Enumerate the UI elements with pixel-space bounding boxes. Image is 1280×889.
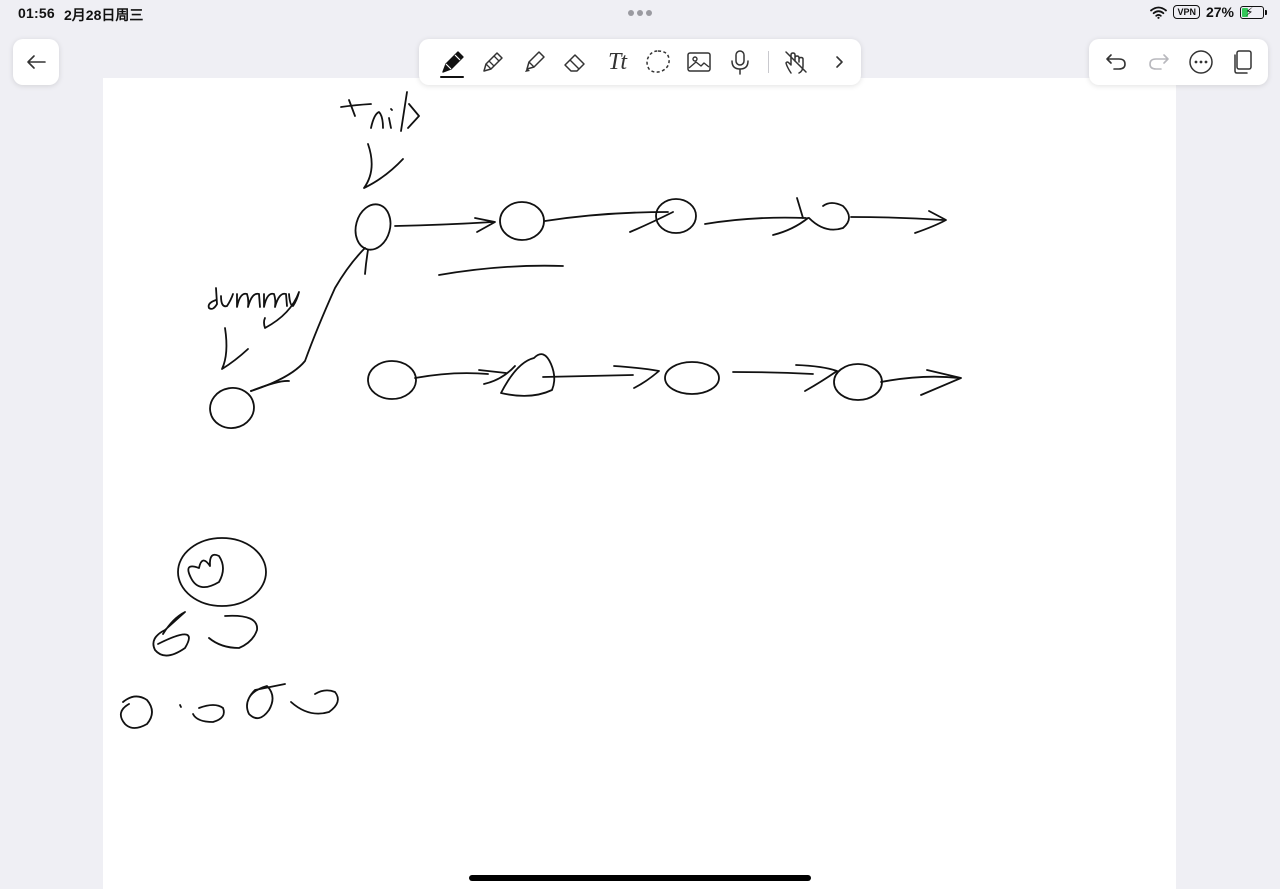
drawing-toolbar: Tt <box>419 39 861 85</box>
document-toolbar <box>1089 39 1268 85</box>
ink-arrow-tail <box>363 143 404 189</box>
text-tool-icon: Tt <box>607 48 627 75</box>
battery-percent: 27% <box>1205 4 1234 20</box>
status-indicators: VPN 27% ⚡ <box>1150 4 1267 20</box>
status-bar: 01:56 2月28日周三 VPN 27% ⚡ <box>0 0 1280 26</box>
ink-word-dummy <box>207 287 300 329</box>
eraser-icon <box>564 54 585 72</box>
pen-icon <box>442 51 464 73</box>
microphone-icon <box>731 50 749 75</box>
microphone-tool-button[interactable] <box>725 47 755 77</box>
charging-bolt-icon: ⚡ <box>1245 4 1254 19</box>
undo-button[interactable] <box>1101 47 1131 77</box>
multitasking-dots-icon[interactable] <box>628 10 652 16</box>
arrow-left-icon <box>27 55 46 69</box>
pages-button[interactable] <box>1228 47 1258 77</box>
highlighter-tool-button[interactable] <box>519 47 549 77</box>
lasso-tool-button[interactable] <box>643 47 673 77</box>
battery-icon: ⚡ <box>1240 4 1267 19</box>
pages-icon <box>1234 50 1252 74</box>
handwriting-ink <box>119 91 962 729</box>
active-tool-indicator <box>440 76 464 78</box>
text-tool-button[interactable]: Tt <box>602 47 632 77</box>
lasso-icon <box>646 50 670 73</box>
chevron-right-icon <box>836 56 843 68</box>
hand-touch-icon <box>785 51 807 74</box>
back-button[interactable] <box>13 39 59 85</box>
ink-word-tail <box>340 91 420 132</box>
note-page-canvas[interactable] <box>103 78 1176 889</box>
status-time: 01:56 <box>18 5 55 21</box>
pencil-tool-button[interactable] <box>478 47 508 77</box>
eraser-tool-button[interactable] <box>560 47 590 77</box>
ink-dummy-pointer <box>209 247 366 429</box>
pencil-icon <box>483 52 503 72</box>
ink-arrow-dummy <box>221 327 249 370</box>
undo-icon <box>1106 54 1126 70</box>
image-icon <box>687 52 711 72</box>
redo-icon <box>1149 54 1169 70</box>
pen-tool-button[interactable] <box>437 47 467 77</box>
image-tool-button[interactable] <box>684 47 714 77</box>
touch-mode-button[interactable] <box>780 47 810 77</box>
highlighter-icon <box>525 51 545 72</box>
redo-button[interactable] <box>1144 47 1174 77</box>
toolbar-divider <box>768 51 769 73</box>
status-date: 2月28日周三 <box>64 7 144 23</box>
home-indicator[interactable] <box>469 875 811 881</box>
wifi-icon <box>1150 6 1168 19</box>
ink-list-row-2 <box>367 353 962 401</box>
vpn-badge: VPN <box>1173 5 1200 19</box>
more-options-icon <box>1189 50 1213 74</box>
more-options-button[interactable] <box>1186 47 1216 77</box>
toolbar-expand-button[interactable] <box>824 47 854 77</box>
battery-fill <box>1242 7 1248 17</box>
ink-doodles <box>119 537 339 729</box>
ink-list-row-1 <box>354 197 947 276</box>
